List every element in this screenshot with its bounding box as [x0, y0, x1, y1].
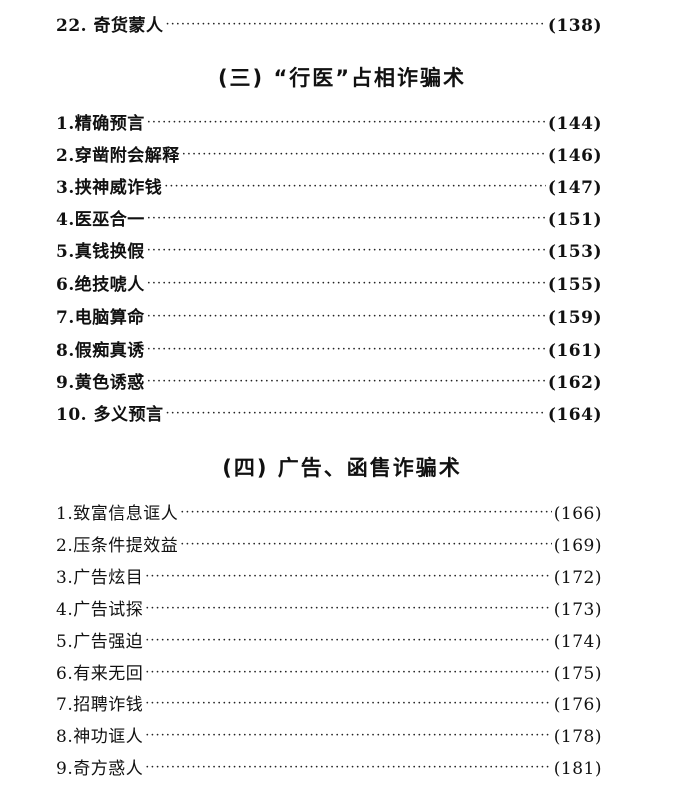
- entry-title: 8.神功诓人: [56, 727, 144, 747]
- page-number: (172): [553, 568, 602, 588]
- dot-leader: [180, 501, 552, 525]
- entry-title: 3.挟神威诈钱: [56, 178, 163, 198]
- toc-entry: 2.穿凿附会解释 (146): [56, 144, 602, 168]
- dot-leader: [147, 111, 546, 135]
- dot-leader: [166, 13, 546, 37]
- dot-leader: [145, 661, 552, 685]
- entry-title: 1.精确预言: [56, 114, 145, 134]
- entry-title: 2.穿凿附会解释: [56, 146, 180, 166]
- entry-title: 3.广告炫目: [56, 568, 144, 588]
- entry-title: 9.黄色诱惑: [56, 373, 145, 393]
- entry-title: 10. 多义预言: [56, 405, 164, 425]
- toc-entry: 4.医巫合一 (151): [56, 208, 602, 232]
- toc-entry: 9.奇方惑人 (181): [56, 757, 602, 781]
- toc-entry: 1.致富信息诓人 (166): [56, 502, 602, 526]
- dot-leader: [147, 370, 546, 394]
- dot-leader: [182, 143, 546, 167]
- entry-title: 9.奇方惑人: [56, 759, 144, 779]
- toc-entry: 3.挟神威诈钱 (147): [56, 176, 602, 200]
- entry-title: 4.医巫合一: [56, 210, 145, 230]
- toc-entry: 7.招聘诈钱 (176): [56, 693, 602, 717]
- page-number: (166): [553, 504, 602, 524]
- toc-entry: 2.压条件提效益 (169): [56, 534, 602, 558]
- dot-leader: [147, 338, 546, 362]
- toc-entry: 1.精确预言 (144): [56, 112, 602, 136]
- toc-entry: 8.神功诓人 (178): [56, 725, 602, 749]
- section-heading: (四) 广告、函售诈骗术: [222, 456, 462, 480]
- dot-leader: [147, 305, 546, 329]
- toc-entry: 22. 奇货蒙人 (138): [56, 14, 602, 38]
- page-number: (169): [553, 536, 602, 556]
- page-number: (144): [547, 114, 602, 134]
- entry-title: 6.有来无回: [56, 664, 144, 684]
- dot-leader: [180, 533, 552, 557]
- page-number: (173): [553, 600, 602, 620]
- dot-leader: [145, 724, 552, 748]
- dot-leader: [147, 239, 546, 263]
- page-number: (138): [547, 16, 602, 36]
- page-number: (162): [547, 373, 602, 393]
- toc-entry: 7.电脑算命 (159): [56, 306, 602, 330]
- dot-leader: [145, 756, 552, 780]
- entry-title: 5.真钱换假: [56, 242, 145, 262]
- page-number: (161): [547, 341, 602, 361]
- entry-title: 7.电脑算命: [56, 308, 145, 328]
- entry-title: 1.致富信息诓人: [56, 504, 179, 524]
- page-number: (176): [553, 695, 602, 715]
- dot-leader: [147, 272, 546, 296]
- section-heading: (三) “行医”占相诈骗术: [217, 66, 467, 90]
- toc-entry: 9.黄色诱惑 (162): [56, 371, 602, 395]
- entry-title: 2.压条件提效益: [56, 536, 179, 556]
- dot-leader: [145, 629, 552, 653]
- page-number: (153): [547, 242, 602, 262]
- toc-entry: 6.有来无回 (175): [56, 662, 602, 686]
- dot-leader: [166, 402, 546, 426]
- page-number: (147): [547, 178, 602, 198]
- entry-title: 6.绝技唬人: [56, 275, 145, 295]
- entry-title: 8.假痴真诱: [56, 341, 145, 361]
- toc-entry: 6.绝技唬人 (155): [56, 273, 602, 297]
- page-number: (175): [553, 664, 602, 684]
- page-number: (178): [553, 727, 602, 747]
- toc-entry: 10. 多义预言 (164): [56, 403, 602, 427]
- page-number: (159): [547, 308, 602, 328]
- dot-leader: [145, 565, 552, 589]
- dot-leader: [145, 692, 552, 716]
- dot-leader: [164, 175, 546, 199]
- page-number: (181): [553, 759, 602, 779]
- toc-entry: 8.假痴真诱 (161): [56, 339, 602, 363]
- toc-entry: 5.真钱换假 (153): [56, 240, 602, 264]
- entry-title: 7.招聘诈钱: [56, 695, 144, 715]
- page-number: (146): [547, 146, 602, 166]
- page-number: (164): [547, 405, 602, 425]
- page-number: (155): [547, 275, 602, 295]
- toc-entry: 4.广告试探 (173): [56, 598, 602, 622]
- page-number: (174): [553, 632, 602, 652]
- entry-title: 22. 奇货蒙人: [56, 16, 164, 36]
- toc-entry: 3.广告炫目 (172): [56, 566, 602, 590]
- entry-title: 4.广告试探: [56, 600, 144, 620]
- entry-title: 5.广告强迫: [56, 632, 144, 652]
- toc-entry: 5.广告强迫 (174): [56, 630, 602, 654]
- page-number: (151): [547, 210, 602, 230]
- dot-leader: [145, 597, 552, 621]
- dot-leader: [147, 207, 546, 231]
